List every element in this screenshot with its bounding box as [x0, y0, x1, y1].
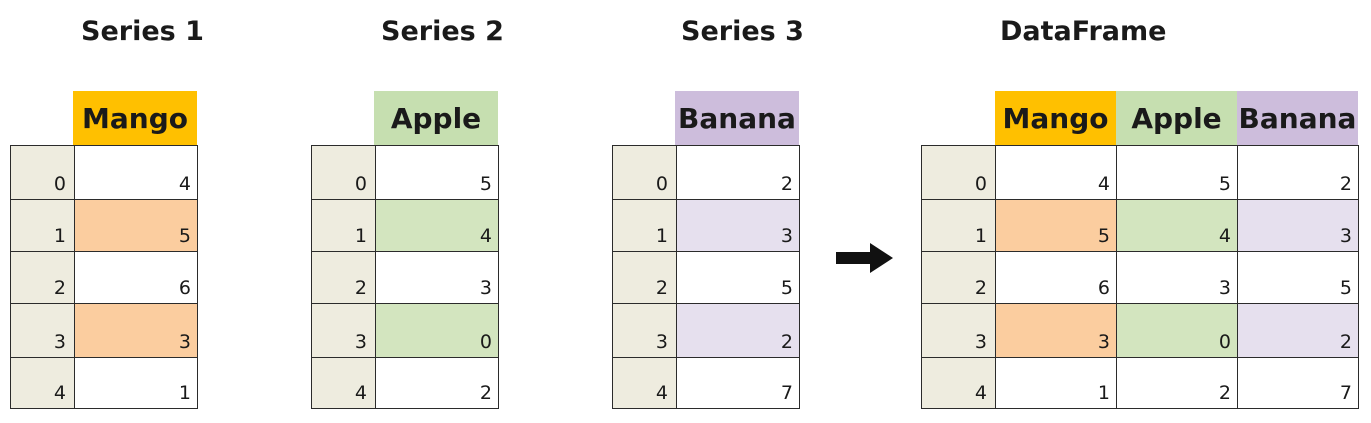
value-cell: 2	[375, 357, 499, 409]
value-cell: 0	[375, 303, 499, 358]
index-cell: 3	[311, 303, 376, 358]
value-cell: 5	[375, 145, 499, 200]
index-cell: 2	[612, 251, 677, 304]
value-cell: 2	[1116, 357, 1238, 409]
index-cell: 1	[10, 199, 75, 252]
value-cell: 2	[676, 145, 800, 200]
series1-title: Series 1	[81, 16, 204, 47]
index-cell: 0	[311, 145, 376, 200]
series2-header: Apple	[374, 91, 498, 145]
value-cell: 3	[375, 251, 499, 304]
index-cell: 3	[10, 303, 75, 358]
value-cell: 5	[74, 199, 198, 252]
index-cell: 4	[921, 357, 996, 409]
value-cell: 3	[995, 303, 1117, 358]
value-cell: 7	[676, 357, 800, 409]
dataframe-title: DataFrame	[1000, 16, 1167, 47]
value-cell: 3	[1237, 199, 1359, 252]
index-cell: 2	[311, 251, 376, 304]
index-cell: 0	[921, 145, 996, 200]
value-cell: 2	[676, 303, 800, 358]
dataframe-header-mango: Mango	[995, 91, 1116, 145]
value-cell: 4	[375, 199, 499, 252]
index-cell: 2	[921, 251, 996, 304]
index-cell: 0	[612, 145, 677, 200]
index-cell: 3	[921, 303, 996, 358]
value-cell: 5	[995, 199, 1117, 252]
series1-header: Mango	[73, 91, 197, 145]
value-cell: 0	[1116, 303, 1238, 358]
index-cell: 1	[921, 199, 996, 252]
dataframe-header-banana: Banana	[1237, 91, 1358, 145]
value-cell: 2	[1237, 145, 1359, 200]
value-cell: 5	[1116, 145, 1238, 200]
value-cell: 6	[74, 251, 198, 304]
value-cell: 3	[676, 199, 800, 252]
index-cell: 4	[612, 357, 677, 409]
value-cell: 6	[995, 251, 1117, 304]
index-cell: 2	[10, 251, 75, 304]
index-cell: 3	[612, 303, 677, 358]
index-cell: 1	[612, 199, 677, 252]
value-cell: 2	[1237, 303, 1359, 358]
value-cell: 1	[74, 357, 198, 409]
value-cell: 7	[1237, 357, 1359, 409]
index-cell: 4	[311, 357, 376, 409]
series2-title: Series 2	[381, 16, 504, 47]
value-cell: 5	[1237, 251, 1359, 304]
index-cell: 0	[10, 145, 75, 200]
value-cell: 5	[676, 251, 800, 304]
dataframe-header-apple: Apple	[1116, 91, 1237, 145]
value-cell: 4	[74, 145, 198, 200]
series3-title: Series 3	[681, 16, 804, 47]
series3-header: Banana	[675, 91, 799, 145]
value-cell: 3	[1116, 251, 1238, 304]
right-arrow-icon	[836, 243, 893, 273]
index-cell: 1	[311, 199, 376, 252]
value-cell: 4	[995, 145, 1117, 200]
index-cell: 4	[10, 357, 75, 409]
value-cell: 1	[995, 357, 1117, 409]
value-cell: 3	[74, 303, 198, 358]
value-cell: 4	[1116, 199, 1238, 252]
